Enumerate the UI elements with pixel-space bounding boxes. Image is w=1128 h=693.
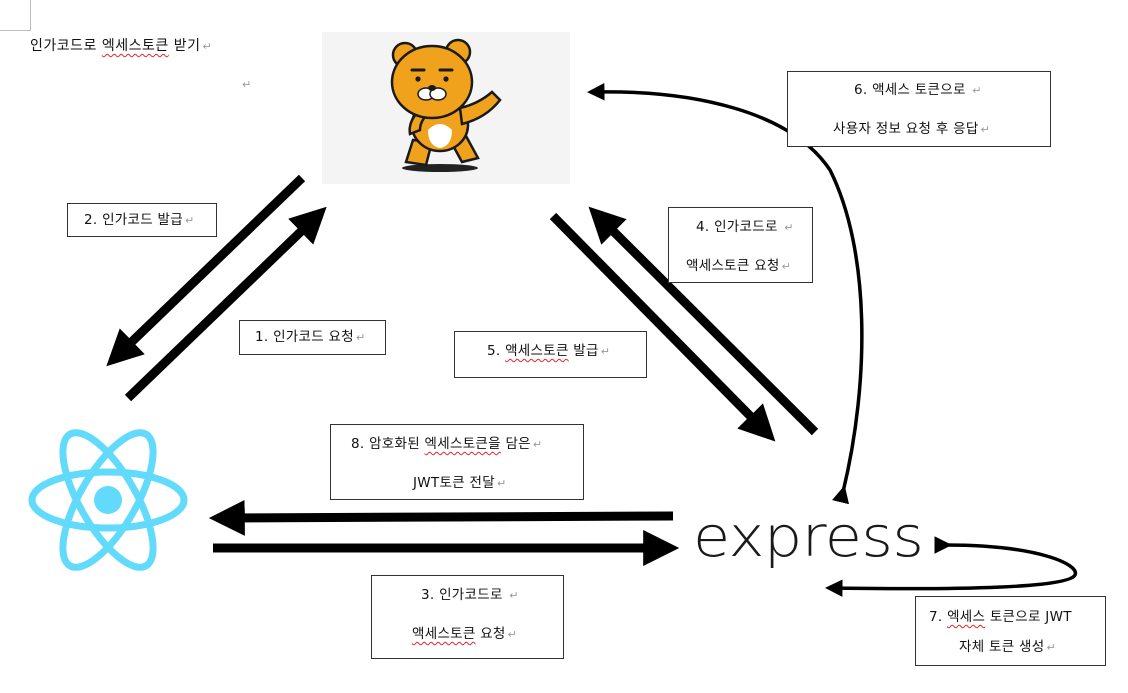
express-logo: express: [693, 505, 924, 570]
step8-label-box: 8. 암호화된 엑세스토큰을 담은↵ JWT토큰 전달↵: [330, 424, 584, 500]
step7-line1: 7. 엑세스 토큰으로 JWT: [929, 609, 1072, 625]
react-logo-icon: [28, 429, 188, 571]
step6-line1: 6. 액세스 토큰으로 ↵: [854, 82, 982, 98]
step4-line1: 4. 인가코드로 ↵: [696, 219, 794, 235]
step7-label-box: 7. 엑세스 토큰으로 JWT 자체 토큰 생성↵: [915, 596, 1106, 666]
page-corner-mark: [0, 0, 31, 31]
arrow-step8: [208, 499, 674, 536]
step3-label-box: 3. 인가코드로 ↵ 액세스토큰 요청↵: [371, 575, 564, 659]
paragraph-mark: ↵: [242, 78, 252, 91]
step4-label-box: 4. 인가코드로 ↵ 액세스토큰 요청↵: [668, 207, 813, 283]
step3-line2: 액세스토큰 요청↵: [412, 626, 518, 642]
step2-label-box: 2. 인가코드 발급↵: [67, 203, 217, 237]
step1-label-box: 1. 인가코드 요청↵: [239, 320, 386, 355]
step3-line1: 3. 인가코드로 ↵: [421, 587, 519, 603]
step5-label-box: 5. 액세스토큰 발급↵: [454, 331, 647, 378]
step8-line2: JWT토큰 전달↵: [413, 475, 507, 491]
step2-line1: 2. 인가코드 발급↵: [84, 212, 195, 228]
arrow-step2: [106, 174, 306, 367]
arrow-step6: [587, 83, 864, 505]
step6-line2: 사용자 정보 요청 후 응답↵: [833, 121, 991, 137]
kakao-mascot-icon: [390, 38, 502, 172]
step6-label-box: 6. 액세스 토큰으로 ↵ 사용자 정보 요청 후 응답↵: [787, 71, 1051, 147]
step5-line1: 5. 액세스토큰 발급↵: [487, 343, 611, 359]
step8-line1: 8. 암호화된 엑세스토큰을 담은↵: [351, 436, 543, 452]
step1-line1: 1. 인가코드 요청↵: [255, 329, 366, 345]
arrow-step7: [825, 536, 1078, 597]
step7-line2: 자체 토큰 생성↵: [959, 639, 1057, 655]
diagram-heading: 인가코드로 엑세스토큰 받기↵: [30, 38, 213, 54]
arrow-step1: [124, 206, 327, 402]
step4-line2: 액세스토큰 요청↵: [686, 258, 792, 274]
